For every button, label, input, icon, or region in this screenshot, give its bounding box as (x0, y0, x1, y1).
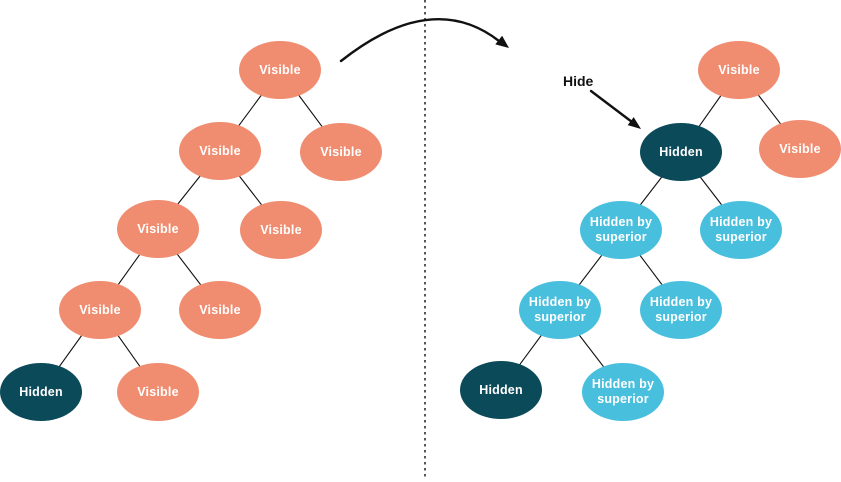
before-node-4-visible: Visible (240, 201, 322, 259)
after-node-6-hidden-by-superior: Hidden by superior (640, 281, 722, 339)
before-node-1-visible: Visible (179, 122, 261, 180)
before-node-8-visible: Visible (117, 363, 199, 421)
after-node-7-hidden: Hidden (460, 361, 542, 419)
hide-arrow-line (589, 89, 634, 124)
before-node-3-visible: Visible (117, 200, 199, 258)
transform-arrow-curve (339, 18, 501, 63)
after-node-3-hidden-by-superior: Hidden by superior (580, 201, 662, 259)
after-node-0-visible: Visible (698, 41, 780, 99)
hide-arrowhead-icon (627, 117, 641, 129)
before-node-2-visible: Visible (300, 123, 382, 181)
hide-annotation-label: Hide (563, 73, 594, 89)
hide-arrow (589, 89, 641, 129)
before-node-5-visible: Visible (59, 281, 141, 339)
after-node-5-hidden-by-superior: Hidden by superior (519, 281, 601, 339)
after-node-1-hidden: Hidden (640, 123, 722, 181)
before-node-0-visible: Visible (239, 41, 321, 99)
before-node-6-visible: Visible (179, 281, 261, 339)
after-node-2-visible: Visible (759, 120, 841, 178)
after-node-4-hidden-by-superior: Hidden by superior (700, 201, 782, 259)
before-node-7-hidden: Hidden (0, 363, 82, 421)
transform-arrowhead-icon (495, 35, 509, 48)
after-node-8-hidden-by-superior: Hidden by superior (582, 363, 664, 421)
transform-arrow (339, 18, 509, 63)
